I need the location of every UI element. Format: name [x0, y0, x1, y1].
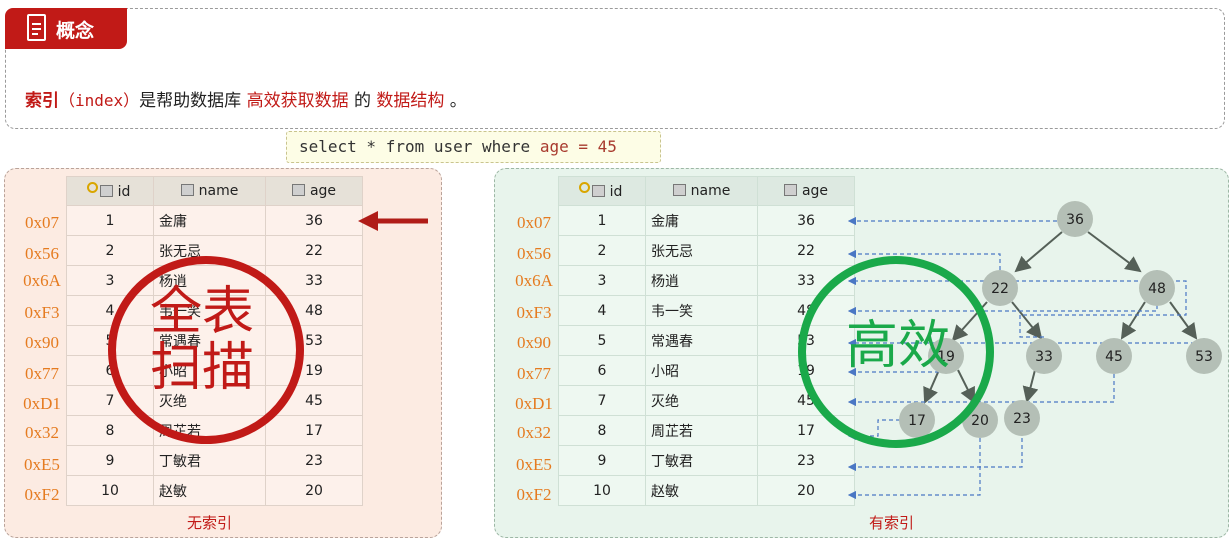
with-index-caption: 有索引	[869, 514, 915, 532]
index-term: 索引	[25, 91, 59, 111]
primary-key-icon	[578, 182, 590, 193]
tree-edge	[1014, 231, 1063, 273]
primary-key-icon	[86, 182, 98, 193]
tree-node-label: 22	[991, 281, 1009, 297]
tree-node-23	[1004, 400, 1040, 436]
column-icon	[291, 184, 305, 196]
full-scan-stamp-ring	[108, 256, 304, 444]
tree-node-label: 53	[1195, 349, 1213, 365]
row-address: 0x77	[25, 364, 59, 383]
row-address: 0x07	[25, 213, 59, 232]
tree-node-label: 33	[1035, 349, 1053, 365]
sql-query: select * from user where age = 45	[286, 131, 661, 163]
tree-node-33	[1026, 338, 1062, 374]
row-address: 0xD1	[515, 394, 553, 413]
row-address: 0x56	[25, 244, 59, 263]
scan-pointer-arrow	[358, 211, 428, 231]
definition-text-of: 的	[353, 91, 371, 111]
row-address: 0x56	[517, 244, 551, 263]
row-address: 0xF3	[24, 303, 60, 322]
column-header-age: age	[265, 176, 363, 206]
row-address: 0x90	[517, 333, 551, 352]
column-icon	[99, 185, 113, 197]
concept-box	[5, 8, 1225, 129]
tree-node-label: 45	[1105, 349, 1123, 365]
row-address: 0xF3	[516, 303, 552, 322]
concept-tag-label: 概念	[56, 20, 95, 42]
tree-node-label: 48	[1148, 281, 1166, 297]
row-pointer-arrow	[847, 249, 1001, 270]
row-address: 0xF2	[516, 485, 552, 504]
efficient-stamp-text: 高效	[846, 316, 951, 376]
row-address: 0xE5	[516, 455, 552, 474]
row-address: 0xE5	[24, 455, 60, 474]
column-header-id: id	[558, 176, 646, 206]
tree-node-48	[1139, 270, 1175, 306]
tree-node-36	[1057, 201, 1093, 237]
tree-node-22	[982, 270, 1018, 306]
tree-edge	[1022, 369, 1039, 403]
document-icon	[27, 14, 46, 41]
column-icon	[180, 184, 194, 196]
row-address: 0x90	[25, 333, 59, 352]
row-address: 0x6A	[23, 271, 61, 290]
no-index-caption: 无索引	[187, 514, 233, 532]
definition-text: 是帮助数据库	[139, 91, 242, 111]
tree-node-label: 23	[1013, 411, 1031, 427]
tree-node-45	[1096, 338, 1132, 374]
row-address: 0x32	[25, 423, 59, 442]
row-address: 0xD1	[23, 394, 61, 413]
column-header-name: name	[153, 176, 266, 206]
sql-condition: age = 45	[539, 137, 617, 156]
tree-edge	[1120, 301, 1146, 340]
row-address: 0x6A	[515, 271, 553, 290]
row-pointer-arrow	[847, 438, 981, 500]
index-term-english: （index）	[59, 91, 140, 110]
concept-tag: 概念	[5, 8, 127, 49]
tree-edge	[1169, 301, 1198, 340]
efficient-stamp-ring	[798, 256, 994, 448]
row-address: 0xF2	[24, 485, 60, 504]
column-icon	[783, 184, 797, 196]
sql-prefix: select * from user where	[299, 137, 540, 156]
tree-node-label: 36	[1066, 212, 1084, 228]
column-icon	[672, 184, 686, 196]
row-address: 0x07	[517, 213, 551, 232]
tree-edge	[1087, 231, 1142, 273]
tree-node-label: 20	[971, 413, 989, 429]
tree-edge	[1011, 301, 1043, 340]
definition-highlight-structure: 数据结构	[376, 91, 445, 111]
column-header-age: age	[757, 176, 855, 206]
definition-end: 。	[449, 91, 467, 111]
column-icon	[591, 185, 605, 197]
full-scan-stamp-text: 全表 扫描	[150, 282, 255, 399]
row-pointer-arrow	[847, 276, 1187, 338]
tree-node-53	[1186, 338, 1222, 374]
row-address: 0x32	[517, 423, 551, 442]
definition-highlight-efficient: 高效获取数据	[246, 91, 349, 111]
row-address: 0x77	[517, 364, 551, 383]
row-pointer-arrow	[847, 438, 1023, 472]
concept-definition: 索引（index）是帮助数据库 高效获取数据 的 数据结构 。	[25, 86, 467, 111]
